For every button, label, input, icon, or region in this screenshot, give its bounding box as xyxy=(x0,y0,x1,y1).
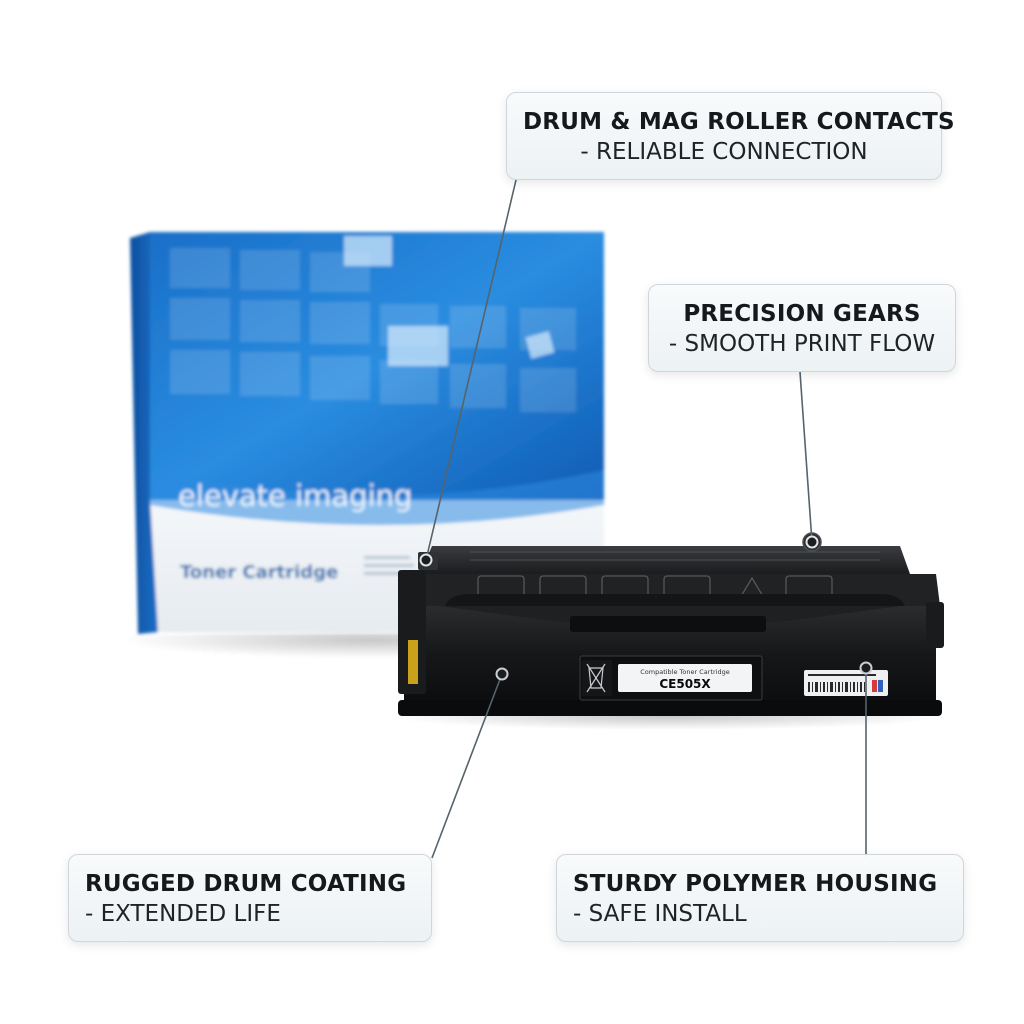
callout-title: STURDY POLYMER HOUSING xyxy=(573,871,938,897)
leader-lines xyxy=(425,179,867,859)
callout-subtitle: - SMOOTH PRINT FLOW xyxy=(668,331,936,357)
box-fine-print xyxy=(364,556,414,575)
callout-subtitle: - SAFE INSTALL xyxy=(573,901,747,927)
anchor-dot-gears xyxy=(805,535,819,549)
box-product-text: Toner Cartridge xyxy=(180,562,338,583)
anchor-dot-housing xyxy=(859,661,873,675)
leader-line-drum xyxy=(431,673,503,859)
leader-line-contacts xyxy=(425,179,517,561)
toner-cartridge: Compatible Toner Cartridge CE505X xyxy=(388,532,948,730)
callout-subtitle: - EXTENDED LIFE xyxy=(85,901,281,927)
callout-drum-mag-roller-contacts: DRUM & MAG ROLLER CONTACTS - RELIABLE CO… xyxy=(506,92,955,180)
barcode-sticker xyxy=(804,670,888,696)
callout-title: DRUM & MAG ROLLER CONTACTS xyxy=(523,109,955,135)
anchor-dot-drum xyxy=(495,667,509,681)
callout-subtitle: - RELIABLE CONNECTION xyxy=(580,139,868,165)
recycle-bin-icon xyxy=(586,663,606,693)
callout-title: RUGGED DRUM COATING xyxy=(85,871,407,897)
callout-rugged-drum-coating: RUGGED DRUM COATING - EXTENDED LIFE xyxy=(68,854,432,942)
box-brand-text: elevate imaging xyxy=(178,479,412,513)
cartridge-label-caption: Compatible Toner Cartridge xyxy=(640,668,729,676)
cartridge-model-text: CE505X xyxy=(659,677,711,691)
anchor-dots xyxy=(419,535,873,681)
callout-sturdy-polymer-housing: STURDY POLYMER HOUSING - SAFE INSTALL xyxy=(556,854,964,942)
anchor-dot-contacts xyxy=(419,553,433,567)
callout-title: PRECISION GEARS xyxy=(683,301,921,327)
callout-precision-gears: PRECISION GEARS - SMOOTH PRINT FLOW xyxy=(648,284,956,372)
leader-line-gears xyxy=(799,371,813,543)
